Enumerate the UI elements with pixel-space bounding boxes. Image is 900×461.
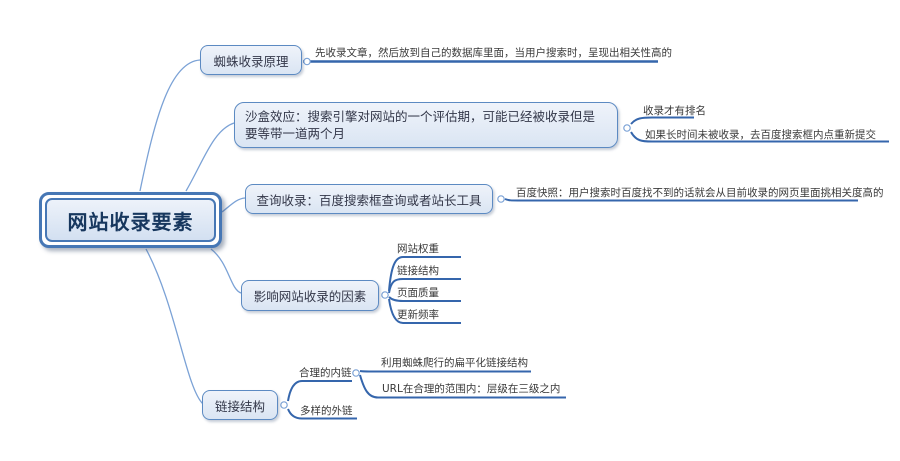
underline-branch2-child2: [630, 131, 889, 143]
curve-root-to-branch5: [145, 248, 204, 405]
subtopic-spider-principle-detail[interactable]: 先收录文章，然后放到自己的数据库里面，当用户搜索时，呈现出相关性高的: [315, 47, 672, 59]
collapse-handle-branch4[interactable]: [381, 291, 389, 299]
subtopic-baidu-snapshot[interactable]: 百度快照：用户搜索时百度找不到的话就会从目前收录的网页里面挑相关度高的: [516, 187, 884, 199]
subtopic-site-weight[interactable]: 网站权重: [397, 243, 439, 255]
subtopic-reasonable-internal-links[interactable]: 合理的内链: [299, 367, 352, 379]
collapse-handle-branch2[interactable]: [623, 124, 631, 132]
root-topic-inner: 网站收录要素: [45, 198, 216, 242]
curve-root-to-branch3: [221, 197, 246, 213]
subtopic-diverse-external-links[interactable]: 多样的外链: [300, 405, 353, 417]
underline-branch5-grandchild2: [359, 374, 566, 399]
topic-spider-principle[interactable]: 蜘蛛收录原理: [200, 45, 302, 75]
topic-indexing-factors[interactable]: 影响网站收录的因素: [241, 280, 379, 311]
root-topic[interactable]: 网站收录要素: [39, 192, 222, 248]
underline-branch4-child1: [388, 256, 461, 292]
underline-branch5-child1: [287, 380, 352, 402]
topic-query-indexing[interactable]: 查询收录：百度搜索框查询或者站长工具: [245, 184, 493, 214]
collapse-handle-branch3[interactable]: [497, 195, 505, 203]
collapse-handle-branch5[interactable]: [280, 401, 288, 409]
underline-branch5-grandchild1: [359, 370, 531, 373]
underline-branch4-child2: [388, 278, 461, 294]
subtopic-indexed-then-ranked[interactable]: 收录才有排名: [643, 105, 706, 117]
topic-sandbox-effect[interactable]: 沙盒效应：搜索引擎对网站的一个评估期，可能已经被收录但是要等带一道两个月: [234, 102, 618, 148]
collapse-handle-branch1[interactable]: [303, 57, 311, 66]
curve-root-to-branch4: [210, 248, 242, 294]
subtopic-page-quality[interactable]: 页面质量: [397, 287, 439, 299]
underline-branch3-child: [504, 198, 858, 202]
underline-branch5-child2: [287, 408, 357, 420]
underline-branch2-child1: [630, 116, 694, 125]
topic-link-structure[interactable]: 链接结构: [202, 390, 278, 420]
underline-branch4-child3: [388, 296, 461, 302]
collapse-handle-branch5-child1[interactable]: [352, 369, 360, 377]
subtopic-resubmit-if-not-indexed[interactable]: 如果长时间未被收录，去百度搜索框内点重新提交: [645, 129, 876, 141]
subtopic-link-structure-factor[interactable]: 链接结构: [397, 265, 439, 277]
underline-branch4-child4: [388, 298, 461, 324]
subtopic-flat-link-structure[interactable]: 利用蜘蛛爬行的扁平化链接结构: [381, 357, 528, 369]
subtopic-url-depth-limit[interactable]: URL在合理的范围内：层级在三级之内: [382, 383, 561, 395]
curve-root-to-branch2: [185, 122, 235, 192]
subtopic-update-frequency[interactable]: 更新频率: [397, 309, 439, 321]
root-topic-label: 网站收录要素: [67, 209, 194, 234]
curve-root-to-branch1: [139, 59, 201, 192]
